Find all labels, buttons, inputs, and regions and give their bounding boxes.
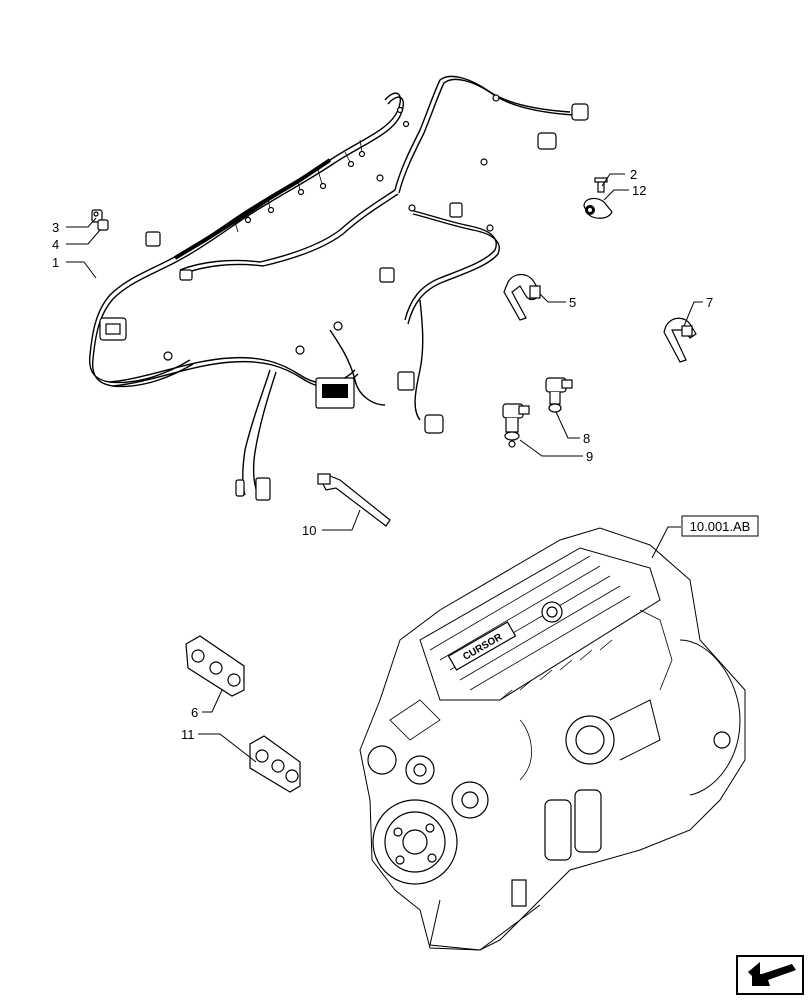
callout-6: 6 [191,705,198,720]
callout-2: 2 [630,167,637,182]
callout-8: 8 [583,431,590,446]
sensor-part-9 [502,403,530,448]
callout-labels: 3 4 1 2 12 5 7 8 9 10 6 11 [52,167,713,742]
callout-11: 11 [181,727,195,742]
callout-4: 4 [52,237,59,252]
callout-5: 5 [569,295,576,310]
bolt-clamp-2-12 [583,177,613,219]
strap-part-5 [503,273,541,321]
sensor-part-8 [545,377,573,413]
callout-3: 3 [52,220,59,235]
bracket-part-6 [185,635,245,697]
callout-12: 12 [632,183,646,198]
reference-box-label: 10.001.AB [690,519,751,534]
callout-10: 10 [302,523,316,538]
callout-7: 7 [706,295,713,310]
engine-assembly: CURSOR [359,527,746,951]
wiring-harness [88,75,589,501]
return-arrow-icon[interactable] [736,955,804,995]
bracket-part-11 [249,735,301,793]
leader-lines [66,173,703,763]
reference-link[interactable]: 10.001.AB [681,515,759,537]
strap-part-7 [663,317,697,363]
callout-9: 9 [586,449,593,464]
callout-1: 1 [52,255,59,270]
cable-tie-part-10 [317,473,391,527]
